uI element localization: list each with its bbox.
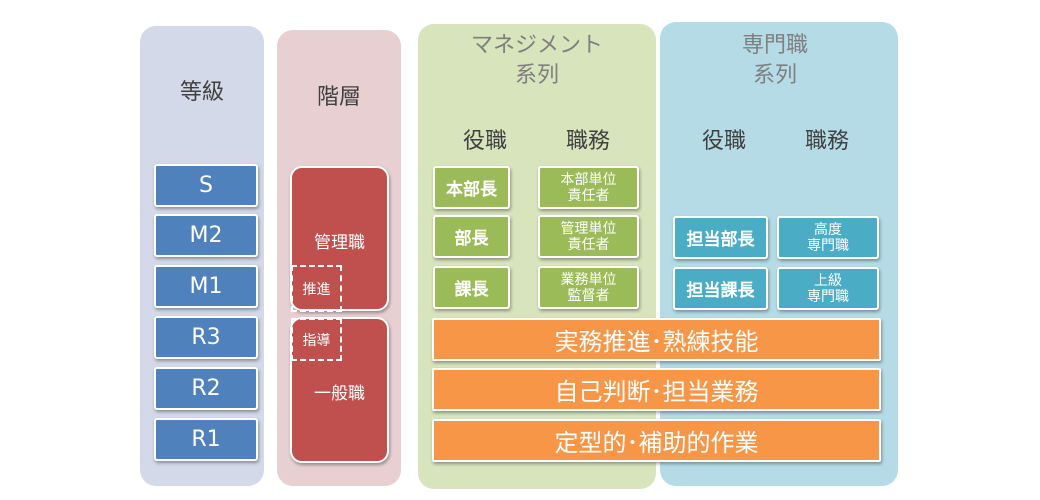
mgmt-role-0: 本部長 [433,166,510,209]
band-self-judgment: 自己判断･担当業務 [432,368,881,411]
mgmt-duty-2: 業務単位監督者 [538,266,639,309]
mgmt-duty-1-line1: 管理単位 [560,220,617,237]
mgmt-duty-0-line2: 責任者 [567,187,610,204]
mgmt-role-2: 課長 [433,266,510,309]
tier-general-label: 一般職 [314,384,365,404]
management-col-role: 役職 [462,129,507,154]
grade-s: S [154,164,258,207]
grade-r2: R2 [154,367,258,410]
tier-general: 一般職 [290,317,389,463]
spec-duty-0-line1: 高度 [814,221,842,238]
mgmt-duty-1-line2: 責任者 [567,236,610,253]
spec-duty-1-line2: 専門職 [807,288,849,305]
mgmt-duty-2-line1: 業務単位 [560,271,617,288]
specialist-col-duty: 職務 [804,129,849,154]
spec-role-0: 担当部長 [673,216,768,259]
tier-manager-label: 管理職 [314,233,365,253]
mgmt-duty-2-line2: 監督者 [567,287,610,304]
mgmt-duty-1: 管理単位責任者 [538,215,639,258]
mgmt-duty-0-line1: 本部単位 [560,171,617,188]
specialist-col-role: 役職 [701,129,746,154]
mgmt-role-1: 部長 [433,215,510,258]
management-title: マネジメント [470,33,603,58]
spec-duty-0: 高度専門職 [777,216,879,259]
tier-promote: 推進 [291,265,342,312]
grade-title: 等級 [179,80,224,105]
spec-duty-1: 上級専門職 [777,267,879,310]
band-routine: 定型的･補助的作業 [432,419,881,462]
grade-m1: M1 [154,265,258,308]
grade-r3: R3 [154,316,258,359]
grade-m2: M2 [154,214,258,257]
tier-title: 階層 [316,85,361,110]
grade-r1: R1 [154,418,258,461]
spec-duty-1-line1: 上級 [814,272,842,289]
mgmt-duty-0: 本部単位責任者 [538,166,639,209]
specialist-title: 専門職 [741,33,808,58]
spec-duty-0-line2: 専門職 [807,237,849,254]
band-practical: 実務推進･熟練技能 [432,318,881,361]
tier-guide: 指導 [291,318,342,361]
spec-role-1: 担当課長 [673,267,768,310]
tier-manager: 管理職 [290,166,389,311]
management-col-duty: 職務 [565,129,610,154]
management-title-sub: 系列 [514,63,559,88]
specialist-title-sub: 系列 [752,63,797,88]
